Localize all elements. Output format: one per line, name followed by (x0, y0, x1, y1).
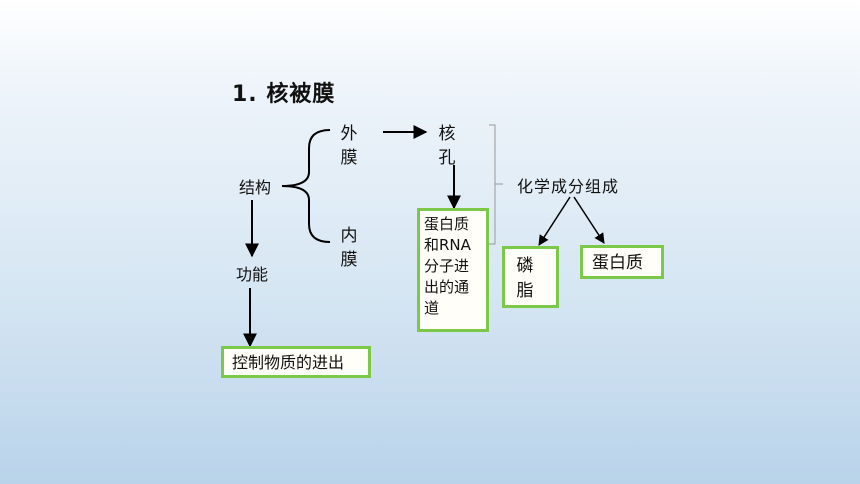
outer-membrane-label: 外膜 (340, 124, 358, 168)
protein-box: 蛋白质 (580, 245, 664, 279)
function-label: 功能 (236, 265, 269, 284)
control-box: 控制物质的进出 (221, 346, 371, 378)
channel-text: 蛋白质和RNA分子进出的通道 (424, 215, 471, 317)
right-bracket (489, 124, 496, 245)
nuclear-pore-label: 核孔 (438, 124, 456, 168)
page-title: 1. 核被膜 (232, 82, 336, 107)
chemical-composition-label: 化学成分组成 (517, 177, 620, 196)
inner-membrane-label: 内膜 (340, 226, 358, 270)
arrow-comp-phospholipid (538, 196, 571, 246)
control-text: 控制物质的进出 (232, 353, 345, 372)
phospholipid-text: 磷脂 (516, 256, 534, 301)
channel-box: 蛋白质和RNA分子进出的通道 (417, 208, 489, 332)
protein-text: 蛋白质 (592, 253, 643, 273)
arrow-comp-protein (573, 196, 605, 244)
curly-brace (281, 129, 331, 243)
structure-label: 结构 (239, 178, 272, 197)
phospholipid-box: 磷脂 (502, 246, 559, 308)
